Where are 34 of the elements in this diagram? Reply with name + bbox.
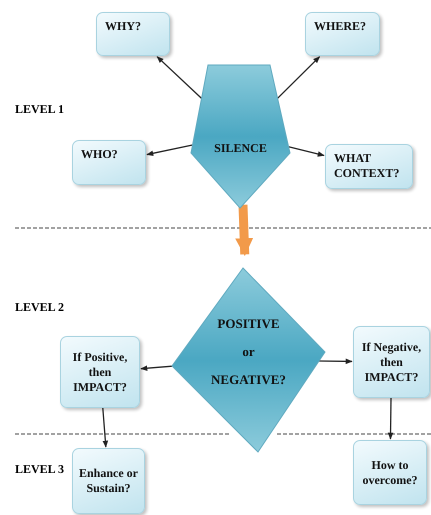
process-box: [60, 336, 140, 408]
arrow: [277, 56, 320, 99]
process-box: [72, 140, 146, 185]
arrow: [388, 398, 394, 440]
arrow: [318, 358, 353, 364]
node-text: If Positive, then IMPACT?: [72, 350, 128, 394]
node-text: Enhance or Sustain?: [78, 466, 139, 496]
process-box: [96, 12, 170, 56]
node-text: WHERE?: [314, 19, 366, 34]
process-box: [72, 448, 145, 514]
node-text: WHO?: [81, 147, 118, 162]
node-text: If Negative, then IMPACT?: [360, 340, 422, 384]
arrow: [288, 146, 325, 157]
arrow: [140, 365, 172, 371]
arrow: [146, 144, 193, 156]
node-text: SILENCE: [214, 141, 267, 156]
node-text: WHY?: [105, 19, 141, 34]
process-box: [305, 12, 380, 56]
level-label: LEVEL 2: [15, 300, 64, 315]
node-text: How to overcome?: [361, 458, 419, 488]
arrow: [156, 56, 202, 99]
pentagon-node: [191, 65, 290, 208]
process-box: [325, 144, 413, 189]
node-text: or: [242, 344, 255, 360]
node-text: NEGATIVE?: [211, 372, 286, 388]
process-box: [353, 326, 430, 398]
level-label: LEVEL 3: [15, 462, 64, 477]
process-box: [353, 440, 427, 505]
arrow: [102, 408, 108, 448]
thick-arrow: [235, 204, 254, 256]
node-text: WHAT CONTEXT?: [334, 151, 400, 181]
level-label: LEVEL 1: [15, 102, 64, 117]
decision-diamond: [172, 268, 325, 452]
node-text: POSITIVE: [217, 316, 280, 332]
